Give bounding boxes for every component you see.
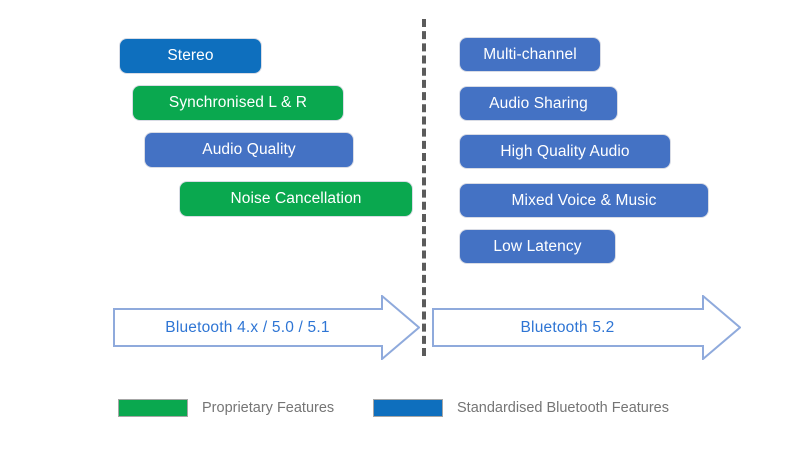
legend-label: Proprietary Features	[202, 400, 335, 416]
banner-arrow-bluetooth-legacy[interactable]: Bluetooth 4.x / 5.0 / 5.1	[113, 295, 420, 360]
feature-pill-stereo[interactable]: Stereo	[120, 39, 261, 73]
banner-arrow-label: Bluetooth 4.x / 5.0 / 5.1	[165, 318, 330, 336]
feature-pill-audio-quality[interactable]: Audio Quality	[145, 133, 353, 167]
feature-pill-synchronised-l-and-r[interactable]: Synchronised L & R	[133, 86, 343, 120]
banner-arrow-bluetooth-52[interactable]: Bluetooth 5.2	[432, 295, 741, 360]
vertical-dashed-divider	[422, 19, 426, 356]
legend-item-standardised: Standardised Bluetooth Features	[373, 392, 669, 424]
feature-pill-label: Audio Sharing	[489, 94, 588, 112]
feature-pill-high-quality-audio[interactable]: High Quality Audio	[460, 135, 670, 168]
legend-label: Standardised Bluetooth Features	[457, 400, 669, 416]
legend-item-proprietary: Proprietary Features	[118, 392, 334, 424]
legend-swatch-proprietary	[118, 399, 188, 417]
feature-pill-low-latency[interactable]: Low Latency	[460, 230, 615, 263]
feature-pill-audio-sharing[interactable]: Audio Sharing	[460, 87, 617, 120]
arrow-shape-icon	[113, 295, 420, 360]
feature-pill-label: Noise Cancellation	[230, 190, 362, 208]
banner-arrow-label: Bluetooth 5.2	[520, 318, 615, 336]
legend: Proprietary Features Standardised Blueto…	[0, 392, 800, 424]
feature-pill-label: Audio Quality	[202, 141, 296, 159]
feature-pill-label: Low Latency	[493, 237, 582, 255]
feature-pill-label: Mixed Voice & Music	[511, 191, 657, 209]
feature-pill-label: Multi-channel	[483, 45, 577, 63]
legend-swatch-standardised	[373, 399, 443, 417]
feature-pill-mixed-voice-and-music[interactable]: Mixed Voice & Music	[460, 184, 708, 217]
arrow-shape-icon	[432, 295, 741, 360]
feature-pill-multi-channel[interactable]: Multi-channel	[460, 38, 600, 71]
feature-pill-label: High Quality Audio	[500, 142, 630, 160]
feature-pill-label: Synchronised L & R	[168, 94, 308, 112]
feature-pill-noise-cancellation[interactable]: Noise Cancellation	[180, 182, 412, 216]
feature-pill-label: Stereo	[167, 47, 214, 65]
